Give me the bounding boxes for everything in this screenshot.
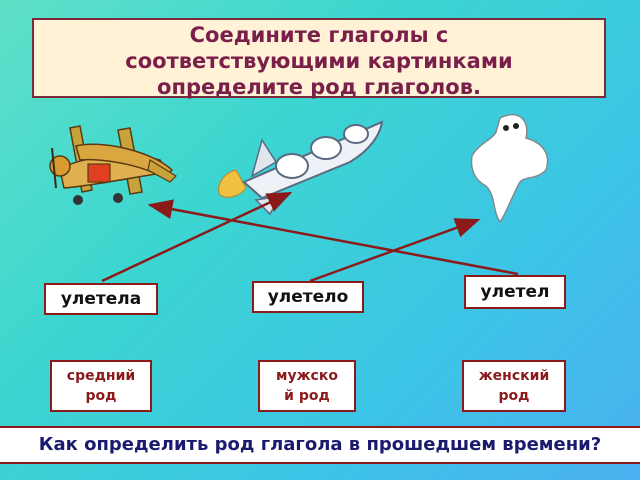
gender-card-masculine-line1: мужско — [276, 368, 338, 384]
gender-card-feminine[interactable]: женский род — [462, 360, 566, 412]
word-card-uletel[interactable]: улетел — [464, 275, 566, 309]
title-line-3: определите род глаголов. — [157, 75, 481, 99]
gender-card-feminine-line2: род — [498, 388, 530, 404]
gender-card-masculine[interactable]: мужско й род — [258, 360, 356, 412]
word-card-uletela[interactable]: улетела — [44, 283, 158, 315]
title-line-1: Соедините глаголы с — [189, 23, 449, 47]
arrow-uletel-to-airplane — [147, 199, 519, 276]
question-banner: Как определить род глагола в прошедшем в… — [0, 426, 640, 464]
gender-card-feminine-line1: женский — [478, 368, 550, 384]
title-box: Соедините глаголы с соответствующими кар… — [32, 18, 606, 99]
arrow-uletela-to-rocket — [101, 191, 293, 283]
airplane-image — [49, 125, 177, 205]
ghost-image — [470, 113, 549, 224]
gender-card-neuter[interactable]: средний род — [50, 360, 152, 412]
title-line-2: соответствующими картинками — [125, 49, 513, 73]
rocket-image — [218, 120, 384, 216]
word-card-uletelo[interactable]: улетело — [252, 281, 364, 313]
gender-card-masculine-line2: й род — [284, 388, 330, 404]
gender-card-neuter-line2: род — [85, 388, 117, 404]
gender-card-neuter-line1: средний — [66, 368, 136, 384]
